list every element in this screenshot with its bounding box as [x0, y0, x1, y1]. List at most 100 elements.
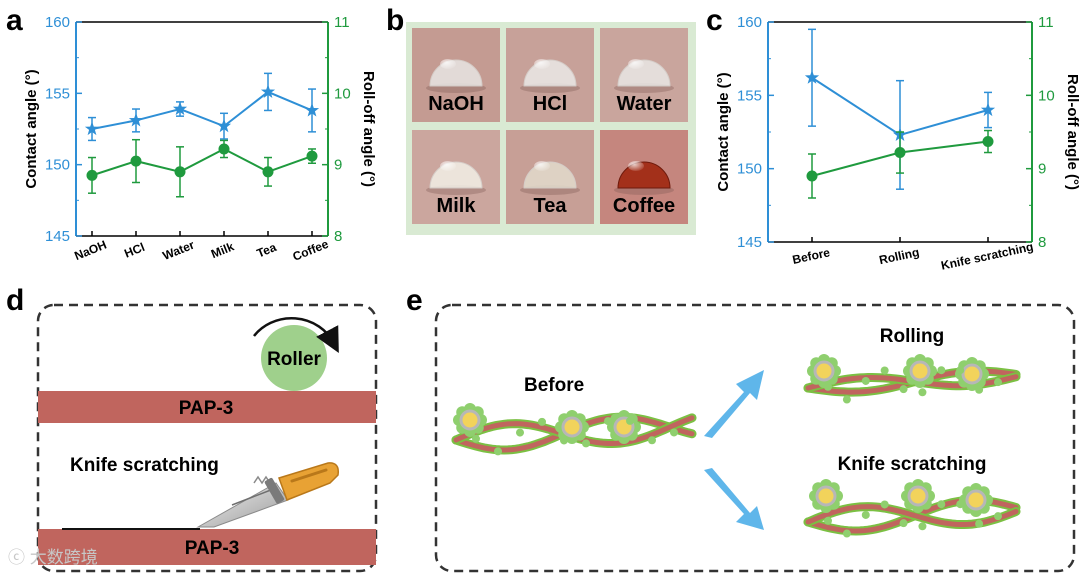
y2-tick-label: 11: [1038, 14, 1054, 31]
droplet-photo-water: Water: [600, 28, 688, 122]
particle-dot: [560, 436, 568, 445]
x-tick-label: Milk: [209, 239, 236, 261]
y-axis-title: Contact angle (°): [23, 69, 40, 188]
data-point-star: [216, 118, 232, 133]
particle-dot: [956, 366, 965, 375]
data-point-star: [304, 103, 320, 117]
data-point-star: [980, 102, 996, 117]
x-tick-label: Before: [791, 245, 831, 267]
y2-tick-label: 11: [334, 14, 350, 31]
y2-tick-label: 8: [1038, 234, 1046, 251]
y2-tick-label: 9: [334, 157, 342, 174]
particle-dot: [975, 385, 984, 394]
panel-d-frame: [36, 303, 378, 573]
watermark: ⓒ 大数跨境: [8, 548, 98, 567]
particle-dot: [937, 500, 946, 509]
watermark-text: 大数跨境: [30, 548, 98, 567]
y2-axis-title: Roll-off angle (°): [1064, 74, 1080, 190]
watermark-icon: ⓒ: [8, 548, 30, 567]
rotation-arrow-icon: [253, 317, 339, 354]
data-point-circle: [894, 147, 906, 159]
x-tick-label: NaOH: [72, 238, 108, 263]
panel-label-d: d: [6, 284, 24, 317]
droplet-highlight: [534, 161, 550, 171]
particle-core: [561, 416, 583, 438]
y-tick-label: 145: [45, 228, 70, 245]
particle-dot: [937, 366, 946, 375]
particle-dot: [582, 439, 590, 448]
photo-label: Water: [617, 93, 672, 115]
data-point-star: [84, 121, 100, 136]
droplet-highlight: [534, 59, 550, 69]
y-tick-label: 155: [45, 85, 70, 102]
droplet-highlight: [628, 161, 644, 171]
particle-dot: [861, 510, 870, 519]
rolling-label: Rolling: [880, 326, 944, 347]
panel-label-c: c: [706, 4, 723, 37]
particle-dot: [494, 447, 502, 456]
particle-dot: [516, 428, 524, 437]
panel-label-a: a: [6, 4, 23, 37]
particle-dot: [824, 516, 832, 525]
series-line: [91, 147, 313, 177]
photo-label: Tea: [534, 195, 568, 217]
data-point-circle: [86, 169, 98, 181]
y-tick-label: 160: [45, 14, 70, 31]
x-tick-label: Tea: [255, 240, 279, 261]
pap-layer-bottom: [38, 529, 376, 565]
droplet-photo-naoh: NaOH: [412, 28, 500, 122]
photo-label: Coffee: [613, 195, 675, 217]
roller-label: Roller: [267, 349, 321, 370]
data-point-circle: [806, 170, 818, 182]
droplet-highlight: [440, 161, 456, 171]
particle-dot: [842, 529, 851, 538]
droplet-highlight: [440, 59, 456, 69]
pap-layer-top: [38, 391, 376, 423]
fiber-knife: [803, 479, 1021, 538]
data-point-circle: [174, 166, 186, 178]
data-point-circle: [982, 136, 994, 148]
y-tick-label: 150: [45, 157, 70, 174]
knife-scratching-label: Knife scratching: [70, 455, 219, 476]
y2-tick-label: 10: [1038, 87, 1055, 104]
photo-label: Milk: [437, 195, 477, 217]
droplet-photo-tea: Tea: [506, 130, 594, 224]
data-point-circle: [130, 155, 142, 167]
particle-dot: [880, 366, 889, 375]
droplet-photo-milk: Milk: [412, 130, 500, 224]
particle-core: [909, 360, 931, 382]
particle-core: [907, 485, 929, 507]
fiber-before: [451, 403, 697, 456]
particle-dot: [918, 522, 927, 531]
panel-label-b: b: [386, 4, 404, 37]
photo-label: NaOH: [428, 93, 484, 115]
particle-core: [815, 485, 837, 507]
y-axis-title: Contact angle (°): [715, 72, 732, 191]
particle-core: [813, 360, 835, 382]
x-tick-label: Water: [161, 238, 197, 263]
particle-dot: [842, 395, 851, 404]
data-point-star: [172, 101, 188, 116]
particle-dot: [994, 512, 1002, 521]
particle-dot: [956, 500, 965, 509]
fiber-rolling: [803, 354, 1021, 404]
panel-e-frame: [434, 303, 1076, 573]
particle-dot: [604, 417, 612, 426]
data-point-circle: [306, 150, 318, 162]
arrow-to-knife-icon: [704, 468, 764, 530]
droplet-photo-coffee: Coffee: [600, 130, 688, 224]
particle-dot: [994, 378, 1002, 387]
data-point-star: [804, 70, 820, 84]
particle-dot: [824, 382, 832, 391]
particle-dot: [975, 519, 984, 528]
data-point-star: [128, 112, 144, 127]
droplet-highlight: [628, 59, 644, 69]
particle-dot: [472, 434, 480, 443]
photo-label: HCl: [533, 93, 567, 115]
particle-dot: [670, 428, 678, 437]
panel-d: PAP-3 Roller Knife scratching PAP-3 ⓒ 大数…: [8, 303, 378, 573]
series-line: [91, 90, 313, 130]
y2-tick-label: 8: [334, 228, 342, 245]
